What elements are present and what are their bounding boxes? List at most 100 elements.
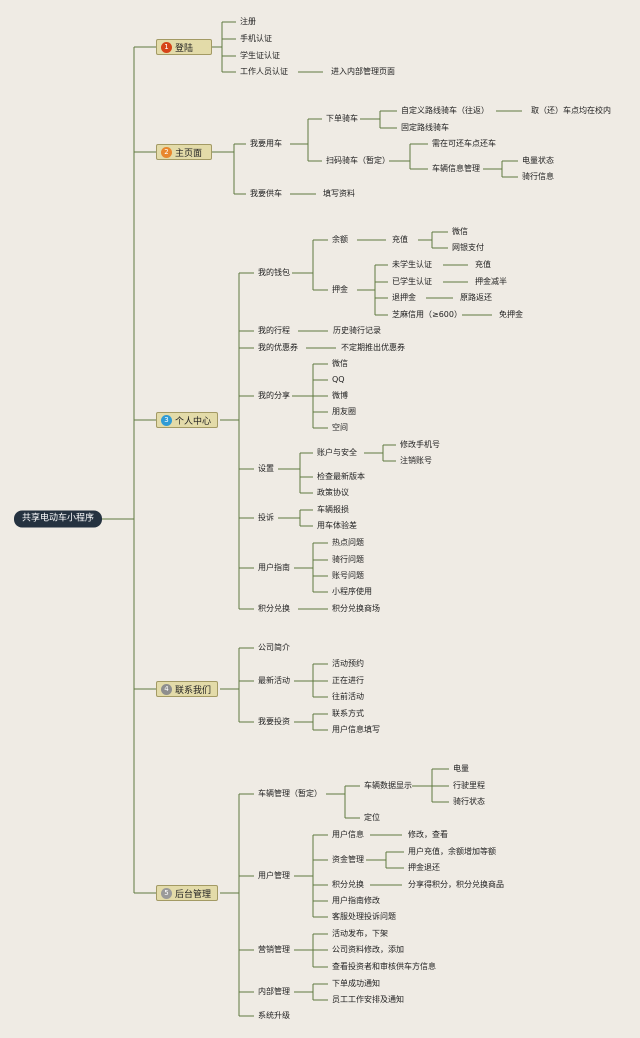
node: 活动发布，下架 (332, 929, 388, 938)
node: 填写资料 (323, 189, 355, 198)
section-label: 登陆 (175, 43, 194, 54)
node: 不定期推出优惠券 (341, 343, 405, 352)
section-label: 后台管理 (175, 889, 212, 900)
node: 工作人员认证 (240, 67, 288, 76)
node: 注册 (240, 17, 256, 26)
node: 电量状态 (522, 156, 554, 165)
node: 电量 (453, 764, 469, 773)
section-login: 1 登陆 (156, 39, 212, 55)
node: 查看投资者和审核供车方信息 (332, 962, 436, 971)
node: 往前活动 (332, 692, 364, 701)
node: 车辆管理（暂定） (258, 789, 322, 798)
node: 进入内部管理页面 (331, 67, 395, 76)
node: 芝麻信用（≥600） (392, 310, 462, 319)
node: 系统升级 (258, 1011, 290, 1020)
node: 手机认证 (240, 34, 272, 43)
node: 网银支付 (452, 243, 484, 252)
node: 用户信息填写 (332, 725, 380, 734)
node: 用户指南修改 (332, 896, 380, 905)
node: 资金管理 (332, 855, 364, 864)
node: 骑行问题 (332, 555, 364, 564)
badge-1: 1 (161, 41, 172, 53)
node: 活动预约 (332, 659, 364, 668)
node: 我要供车 (250, 189, 282, 198)
node: 公司简介 (258, 643, 290, 652)
node: 账号问题 (332, 571, 364, 580)
node: 免押金 (499, 310, 523, 319)
node: 我要用车 (250, 139, 282, 148)
root-label: 共享电动车小程序 (22, 513, 95, 524)
node: 用户管理 (258, 871, 290, 880)
node: 投诉 (258, 513, 274, 522)
node: 积分兑换商场 (332, 604, 380, 613)
node: 余额 (332, 235, 348, 244)
node: 押金 (332, 285, 348, 294)
node: 微博 (332, 391, 348, 400)
badge-4: 4 (161, 683, 172, 695)
node: QQ (332, 375, 345, 384)
node: 客服处理投诉问题 (332, 912, 396, 921)
node: 原路返还 (460, 293, 492, 302)
node: 修改，查看 (408, 830, 448, 839)
node: 分享得积分，积分兑换商品 (408, 880, 504, 889)
node: 我的分享 (258, 391, 290, 400)
section-home: 2 主页面 (156, 144, 212, 160)
node: 空间 (332, 423, 348, 432)
node: 热点问题 (332, 538, 364, 547)
section-label: 主页面 (175, 148, 203, 159)
node: 用车体验差 (317, 521, 357, 530)
node: 押金退还 (408, 863, 440, 872)
node: 公司资料修改，添加 (332, 945, 404, 954)
node: 用户指南 (258, 563, 290, 572)
node: 自定义路线骑车（往返） (401, 106, 489, 115)
node: 历史骑行记录 (333, 326, 381, 335)
node: 内部管理 (258, 987, 290, 996)
node: 充值 (392, 235, 408, 244)
node: 骑行信息 (522, 172, 554, 181)
node: 已学生认证 (392, 277, 432, 286)
node: 退押金 (392, 293, 416, 302)
node: 微信 (332, 359, 348, 368)
node: 政策协议 (317, 488, 349, 497)
section-personal-center: 3 个人中心 (156, 412, 218, 428)
section-contact-us: 4 联系我们 (156, 681, 218, 697)
node: 积分兑换 (258, 604, 290, 613)
node: 未学生认证 (392, 260, 432, 269)
section-backend: 5 后台管理 (156, 885, 218, 901)
node: 固定路线骑车 (401, 123, 449, 132)
node: 押金减半 (475, 277, 507, 286)
node: 定位 (364, 813, 380, 822)
badge-2: 2 (161, 146, 172, 158)
node: 我的钱包 (258, 268, 290, 277)
node: 朋友圈 (332, 407, 356, 416)
node: 员工工作安排及通知 (332, 995, 404, 1004)
node: 微信 (452, 227, 468, 236)
node: 车辆数据显示 (364, 781, 412, 790)
node: 注销账号 (400, 456, 432, 465)
node: 小程序使用 (332, 587, 372, 596)
node: 营销管理 (258, 945, 290, 954)
root-node: 共享电动车小程序 (14, 510, 103, 528)
node: 车辆信息管理 (432, 164, 480, 173)
node: 需在可还车点还车 (432, 139, 496, 148)
section-label: 个人中心 (175, 416, 212, 427)
node: 下单骑车 (326, 114, 358, 123)
node: 联系方式 (332, 709, 364, 718)
badge-3: 3 (161, 414, 172, 426)
node: 我的行程 (258, 326, 290, 335)
node: 用户充值，余额增加等额 (408, 847, 496, 856)
node: 车辆报损 (317, 505, 349, 514)
node: 下单成功通知 (332, 979, 380, 988)
node: 学生证认证 (240, 51, 280, 60)
node: 正在进行 (332, 676, 364, 685)
node: 积分兑换 (332, 880, 364, 889)
node: 扫码骑车（暂定） (326, 156, 390, 165)
node: 修改手机号 (400, 440, 440, 449)
node: 检查最新版本 (317, 472, 365, 481)
node: 用户信息 (332, 830, 364, 839)
node: 充值 (475, 260, 491, 269)
node: 账户与安全 (317, 448, 357, 457)
node: 最新活动 (258, 676, 290, 685)
